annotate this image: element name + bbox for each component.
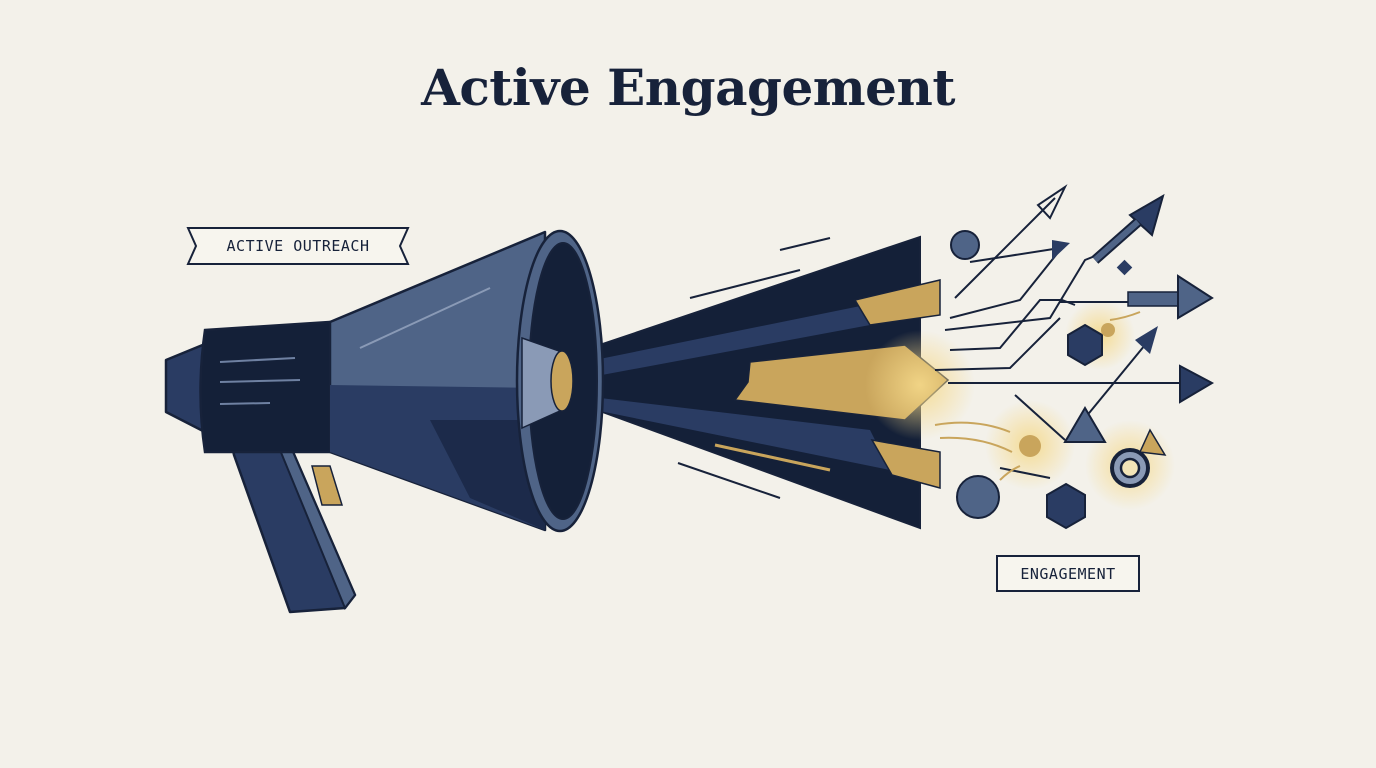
hexagon-icon	[1067, 323, 1103, 367]
engagement-label: ENGAGEMENT	[996, 555, 1140, 592]
diamond-icon	[1116, 259, 1133, 276]
engagement-label-text: ENGAGEMENT	[1020, 565, 1115, 583]
outreach-label: ACTIVE OUTREACH	[186, 227, 410, 265]
shard-icon	[853, 279, 941, 326]
hexagon-icon	[1046, 482, 1086, 530]
circle-icon	[1101, 323, 1115, 337]
outreach-label-text: ACTIVE OUTREACH	[227, 237, 370, 255]
arrow-icon	[1036, 184, 1215, 404]
engagement-lines	[934, 197, 1185, 479]
circle-icon	[956, 475, 1000, 519]
circle-icon	[950, 230, 980, 260]
page-title: Active Engagement	[421, 58, 955, 117]
circle-icon	[1019, 435, 1041, 457]
shard-icon	[870, 438, 941, 489]
triangle-icon	[1138, 428, 1167, 456]
triangle-icon	[1063, 406, 1107, 443]
megaphone-icon	[164, 229, 605, 614]
motion-swoosh	[934, 311, 1141, 481]
